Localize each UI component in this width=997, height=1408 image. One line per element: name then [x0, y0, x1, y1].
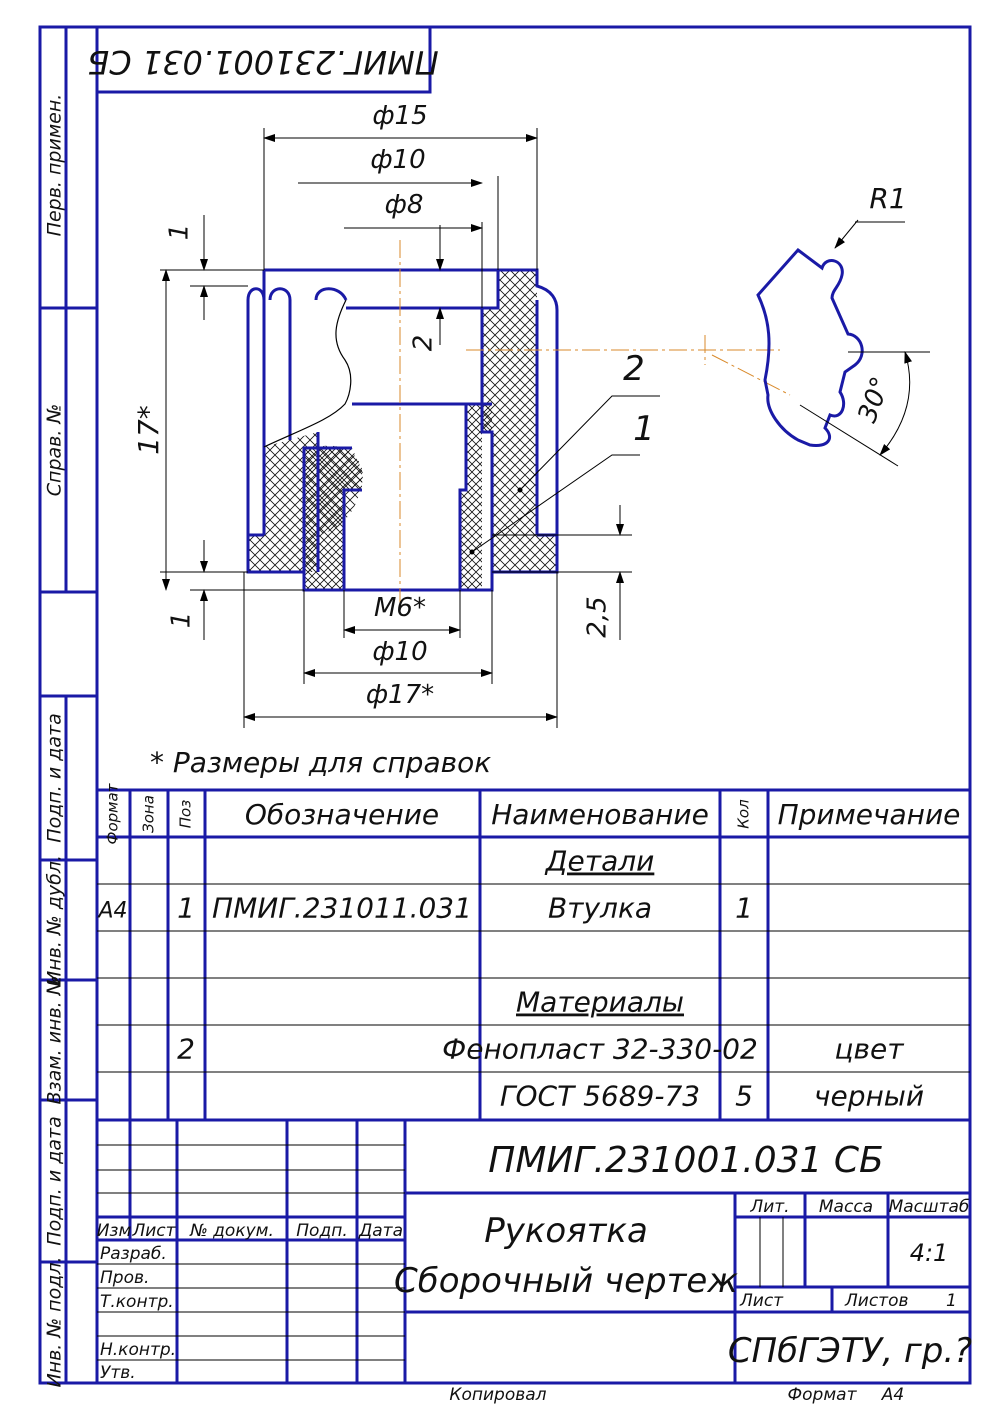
- label-inv-dubl: Инв. № дубл.: [44, 855, 66, 985]
- tb-lit: Лит.: [749, 1197, 789, 1217]
- footer-format: А4: [881, 1385, 904, 1405]
- knurl-hatch: [318, 445, 363, 535]
- bore-step: [342, 270, 500, 590]
- tb-col-podp: Подп.: [296, 1221, 347, 1241]
- tb-scale: 4:1: [910, 1239, 949, 1267]
- spec-cell-name: Материалы: [516, 986, 684, 1019]
- bore-upper: [480, 308, 494, 572]
- spec-cell-note: черный: [814, 1080, 924, 1113]
- tb-sheets: 1: [946, 1291, 957, 1311]
- tb-tkontr: Т.контр.: [100, 1292, 174, 1312]
- bushing-hatch-right: [460, 404, 492, 590]
- label-perv-primen: Перв. примен.: [44, 94, 66, 237]
- tb-utv: Утв.: [100, 1363, 136, 1383]
- tb-prov: Пров.: [100, 1268, 149, 1288]
- sheet-frame: [38, 25, 972, 1385]
- tb-title-line2: Сборочный чертеж: [394, 1261, 738, 1301]
- flute-1: [268, 287, 292, 440]
- spec-cell-format: А4: [96, 899, 127, 924]
- tb-col-list: Лист: [131, 1221, 176, 1241]
- label-vzam-inv: Взам. инв. №: [44, 975, 66, 1104]
- reference-note: * Размеры для справок: [150, 746, 491, 779]
- dim-h1-bottom: 1: [167, 612, 197, 629]
- tb-sheets-label: Листов: [844, 1291, 909, 1311]
- plastic-hatch-right: [482, 270, 557, 572]
- break-line: [263, 299, 352, 448]
- tb-title-line1: Рукоятка: [484, 1211, 648, 1251]
- position-1: 1: [633, 409, 655, 449]
- tb-sheet-label: Лист: [739, 1291, 784, 1311]
- dim-h2: 2: [409, 335, 439, 352]
- dim-d10-bottom: ф10: [372, 637, 427, 667]
- dim-m6: M6*: [374, 593, 426, 623]
- spec-header-pos: Поз: [177, 800, 195, 828]
- spec-cell-qty: 5: [735, 1080, 753, 1113]
- tb-razrab: Разраб.: [100, 1244, 167, 1264]
- spec-cell-name: Фенопласт 32-330-02: [442, 1033, 758, 1066]
- dimensions: ф15 ф10 ф8 17* 1 1 2 2,5: [132, 101, 632, 728]
- dim-h17: 17*: [132, 405, 165, 455]
- label-sprav-no: Справ. №: [44, 404, 66, 496]
- flute-outer-left: [246, 287, 266, 535]
- dim-r1: R1: [869, 182, 906, 215]
- spec-header-zone: Зона: [140, 795, 158, 833]
- footer-copied: Копировал: [449, 1385, 546, 1405]
- tb-col-izm: Изм: [97, 1221, 132, 1241]
- tb-designation: ПМИГ.231001.031 СБ: [488, 1140, 883, 1181]
- specification-table: Формат Зона Поз Кол Обозначение Наименов…: [96, 782, 970, 1122]
- dim-d15: ф15: [372, 101, 427, 131]
- spec-cell-name: Детали: [544, 845, 655, 878]
- dim-angle: 30°: [853, 373, 897, 427]
- spec-cell-pos: 1: [177, 892, 195, 925]
- tb-massa: Масса: [819, 1197, 873, 1217]
- tb-col-data: Дата: [358, 1221, 403, 1241]
- position-2: 2: [623, 349, 645, 389]
- main-view: 2 1: [246, 240, 791, 605]
- title-block: Изм Лист № докум. Подп. Дата Разраб. Про…: [95, 1120, 972, 1383]
- spec-header-designation: Обозначение: [245, 798, 439, 831]
- top-stamp-text: ПМИГ.231001.031 СБ: [87, 43, 438, 81]
- tb-col-doc: № докум.: [189, 1221, 274, 1241]
- part-outline: [246, 268, 559, 592]
- flute-2: [314, 287, 348, 301]
- dim-h1-top: 1: [165, 224, 195, 241]
- top-stamp: ПМИГ.231001.031 СБ: [87, 27, 439, 94]
- spec-header-format: Формат: [104, 782, 122, 844]
- tb-masshtab: Масштаб: [889, 1197, 970, 1217]
- spec-cell-name: Втулка: [548, 892, 652, 925]
- dim-d17: ф17*: [366, 680, 434, 710]
- footer-format-label: Формат: [788, 1385, 858, 1405]
- spec-header-note: Примечание: [778, 798, 961, 831]
- knurl-detail-view: R1 30°: [756, 182, 930, 467]
- bushing-left: [302, 432, 352, 572]
- spec-header-name: Наименование: [491, 798, 709, 831]
- spec-cell-note: цвет: [834, 1033, 904, 1066]
- spec-header-qty: Кол: [735, 799, 753, 829]
- spec-cell-designation: ПМИГ.231011.031: [212, 892, 472, 925]
- spec-cell-pos: 2: [177, 1033, 195, 1066]
- dim-d8: ф8: [385, 190, 424, 220]
- spec-cell-name: ГОСТ 5689-73: [500, 1080, 700, 1113]
- label-podp-data-1: Подп. и дата: [44, 713, 66, 842]
- tb-nkontr: Н.контр.: [100, 1340, 176, 1360]
- dim-h2-5: 2,5: [583, 596, 613, 637]
- knurl-profile: [756, 247, 864, 448]
- left-strips: [40, 27, 97, 1383]
- tb-org: СПбГЭТУ, гр.?: [728, 1331, 972, 1371]
- label-inv-podl: Инв. № подл.: [44, 1256, 66, 1387]
- label-podp-data-2: Подп. и дата: [44, 1116, 66, 1245]
- spec-cell-qty: 1: [735, 892, 753, 925]
- dim-d10-top: ф10: [370, 145, 425, 175]
